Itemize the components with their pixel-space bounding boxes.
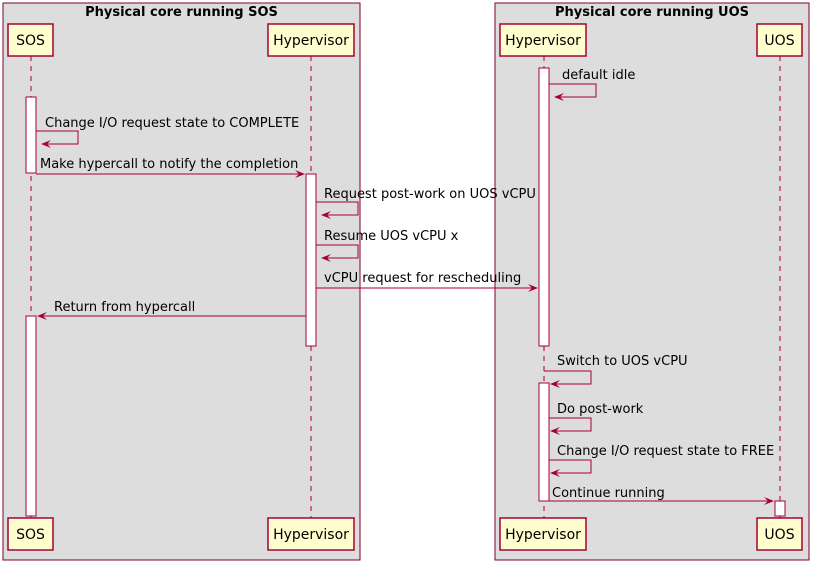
message-default-idle: default idle [549,68,635,101]
message-switch-to-uos-vcpu: Switch to UOS vCPU [544,354,688,388]
message-change-state-complete: Change I/O request state to COMPLETE [36,116,299,148]
message-change-state-free: Change I/O request state to FREE [549,444,774,477]
box-title-sos-core: Physical core running SOS [85,5,278,20]
participant-hypervisor-left-bottom: Hypervisor [267,517,355,551]
activation-uos [774,500,786,517]
svg-text:UOS: UOS [764,33,794,49]
svg-text:Resume UOS vCPU x: Resume UOS vCPU x [324,229,459,244]
participant-hypervisor-right-top: Hypervisor [499,23,587,57]
svg-text:UOS: UOS [764,527,794,543]
participant-hypervisor-right-bottom: Hypervisor [499,517,587,551]
svg-text:Request post-work on UOS vCPU: Request post-work on UOS vCPU [324,187,536,202]
participant-uos-top: UOS [756,23,803,57]
activation-sos-1 [25,96,37,174]
svg-text:SOS: SOS [16,527,45,543]
message-request-post-work: Request post-work on UOS vCPU [316,187,536,219]
svg-text:Hypervisor: Hypervisor [505,33,581,49]
message-continue-running: Continue running [549,486,774,505]
svg-text:Change I/O request state to CO: Change I/O request state to COMPLETE [45,116,299,131]
participant-uos-bottom: UOS [756,517,803,551]
svg-text:Continue running: Continue running [552,486,665,501]
svg-text:default idle: default idle [562,68,635,83]
svg-text:Hypervisor: Hypervisor [273,527,349,543]
message-vcpu-rescheduling: vCPU request for rescheduling [316,271,538,292]
activation-hypervisor-left [305,173,317,347]
activation-sos-2 [25,315,37,517]
message-resume-vcpu: Resume UOS vCPU x [316,229,459,262]
svg-text:Hypervisor: Hypervisor [505,527,581,543]
svg-text:Return from hypercall: Return from hypercall [54,300,195,315]
svg-text:Hypervisor: Hypervisor [273,33,349,49]
message-make-hypercall: Make hypercall to notify the completion [36,157,305,178]
participant-sos-top: SOS [7,23,54,57]
participant-sos-bottom: SOS [7,517,54,551]
svg-text:vCPU request for rescheduling: vCPU request for rescheduling [324,271,521,286]
svg-text:Change I/O request state to FR: Change I/O request state to FREE [557,444,774,459]
message-do-post-work: Do post-work [549,402,644,435]
svg-text:Make hypercall to notify the c: Make hypercall to notify the completion [40,157,298,172]
participant-hypervisor-left-top: Hypervisor [267,23,355,57]
message-return-from-hypercall: Return from hypercall [37,300,306,320]
svg-text:Switch to UOS vCPU: Switch to UOS vCPU [557,354,688,369]
svg-text:SOS: SOS [16,33,45,49]
activation-hypervisor-right-1 [538,67,550,347]
box-title-uos-core: Physical core running UOS [555,5,749,20]
svg-text:Do post-work: Do post-work [557,402,644,417]
box-sos-core: Physical core running SOS [2,2,361,561]
activation-hypervisor-right-2 [538,382,550,502]
